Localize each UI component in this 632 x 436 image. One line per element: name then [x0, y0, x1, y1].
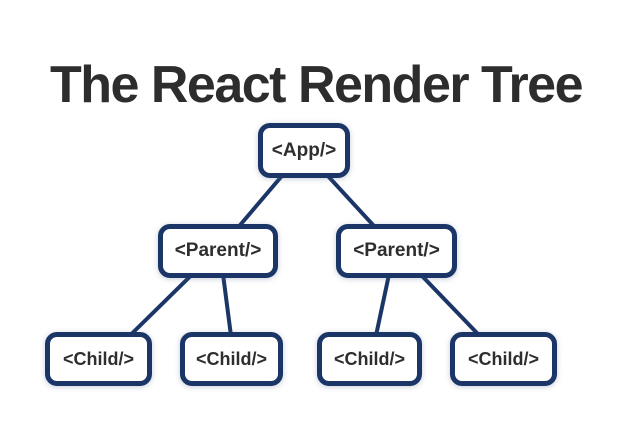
tree-node-app: <App/> — [258, 123, 350, 178]
tree-node-child-4: <Child/> — [450, 332, 557, 386]
tree-node-child-2: <Child/> — [180, 332, 283, 386]
tree-node-app-label: <App/> — [271, 139, 337, 161]
tree-node-child-3: <Child/> — [317, 332, 422, 386]
tree-node-parent-right: <Parent/> — [336, 224, 457, 278]
tree-node-child-3-label: <Child/> — [333, 348, 405, 369]
tree-node-child-4-label: <Child/> — [467, 348, 539, 369]
tree-node-parent-left-label: <Parent/> — [174, 240, 262, 261]
tree-node-child-2-label: <Child/> — [195, 348, 267, 369]
tree-node-parent-right-label: <Parent/> — [353, 240, 440, 261]
tree-node-parent-left: <Parent/> — [158, 224, 278, 278]
diagram-title: The React Render Tree — [49, 55, 584, 114]
tree-node-child-1-label: <Child/> — [62, 348, 134, 369]
tree-node-child-1: <Child/> — [45, 332, 152, 386]
